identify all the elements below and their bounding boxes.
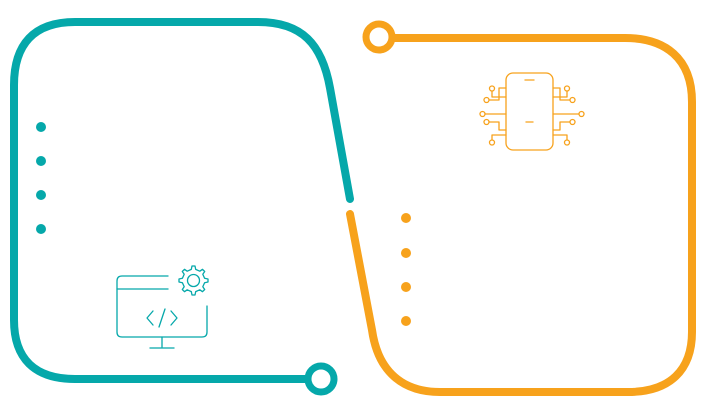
left-panel-frame — [10, 18, 354, 383]
left-panel-end-ring — [304, 362, 338, 396]
right-bullet — [401, 316, 411, 326]
left-bullet — [36, 224, 46, 234]
right-bullet-list — [401, 213, 411, 326]
right-bullet — [401, 282, 411, 292]
right-panel-frame — [346, 34, 696, 396]
left-bullet-list — [36, 122, 46, 234]
smartphone-circuit-icon — [479, 72, 585, 151]
right-bullet — [401, 248, 411, 258]
right-panel-start-ring — [362, 20, 396, 54]
right-bullet — [401, 213, 411, 223]
left-bullet — [36, 122, 46, 132]
monitor-code-gear-icon — [116, 265, 209, 349]
left-bullet — [36, 190, 46, 200]
left-bullet — [36, 156, 46, 166]
